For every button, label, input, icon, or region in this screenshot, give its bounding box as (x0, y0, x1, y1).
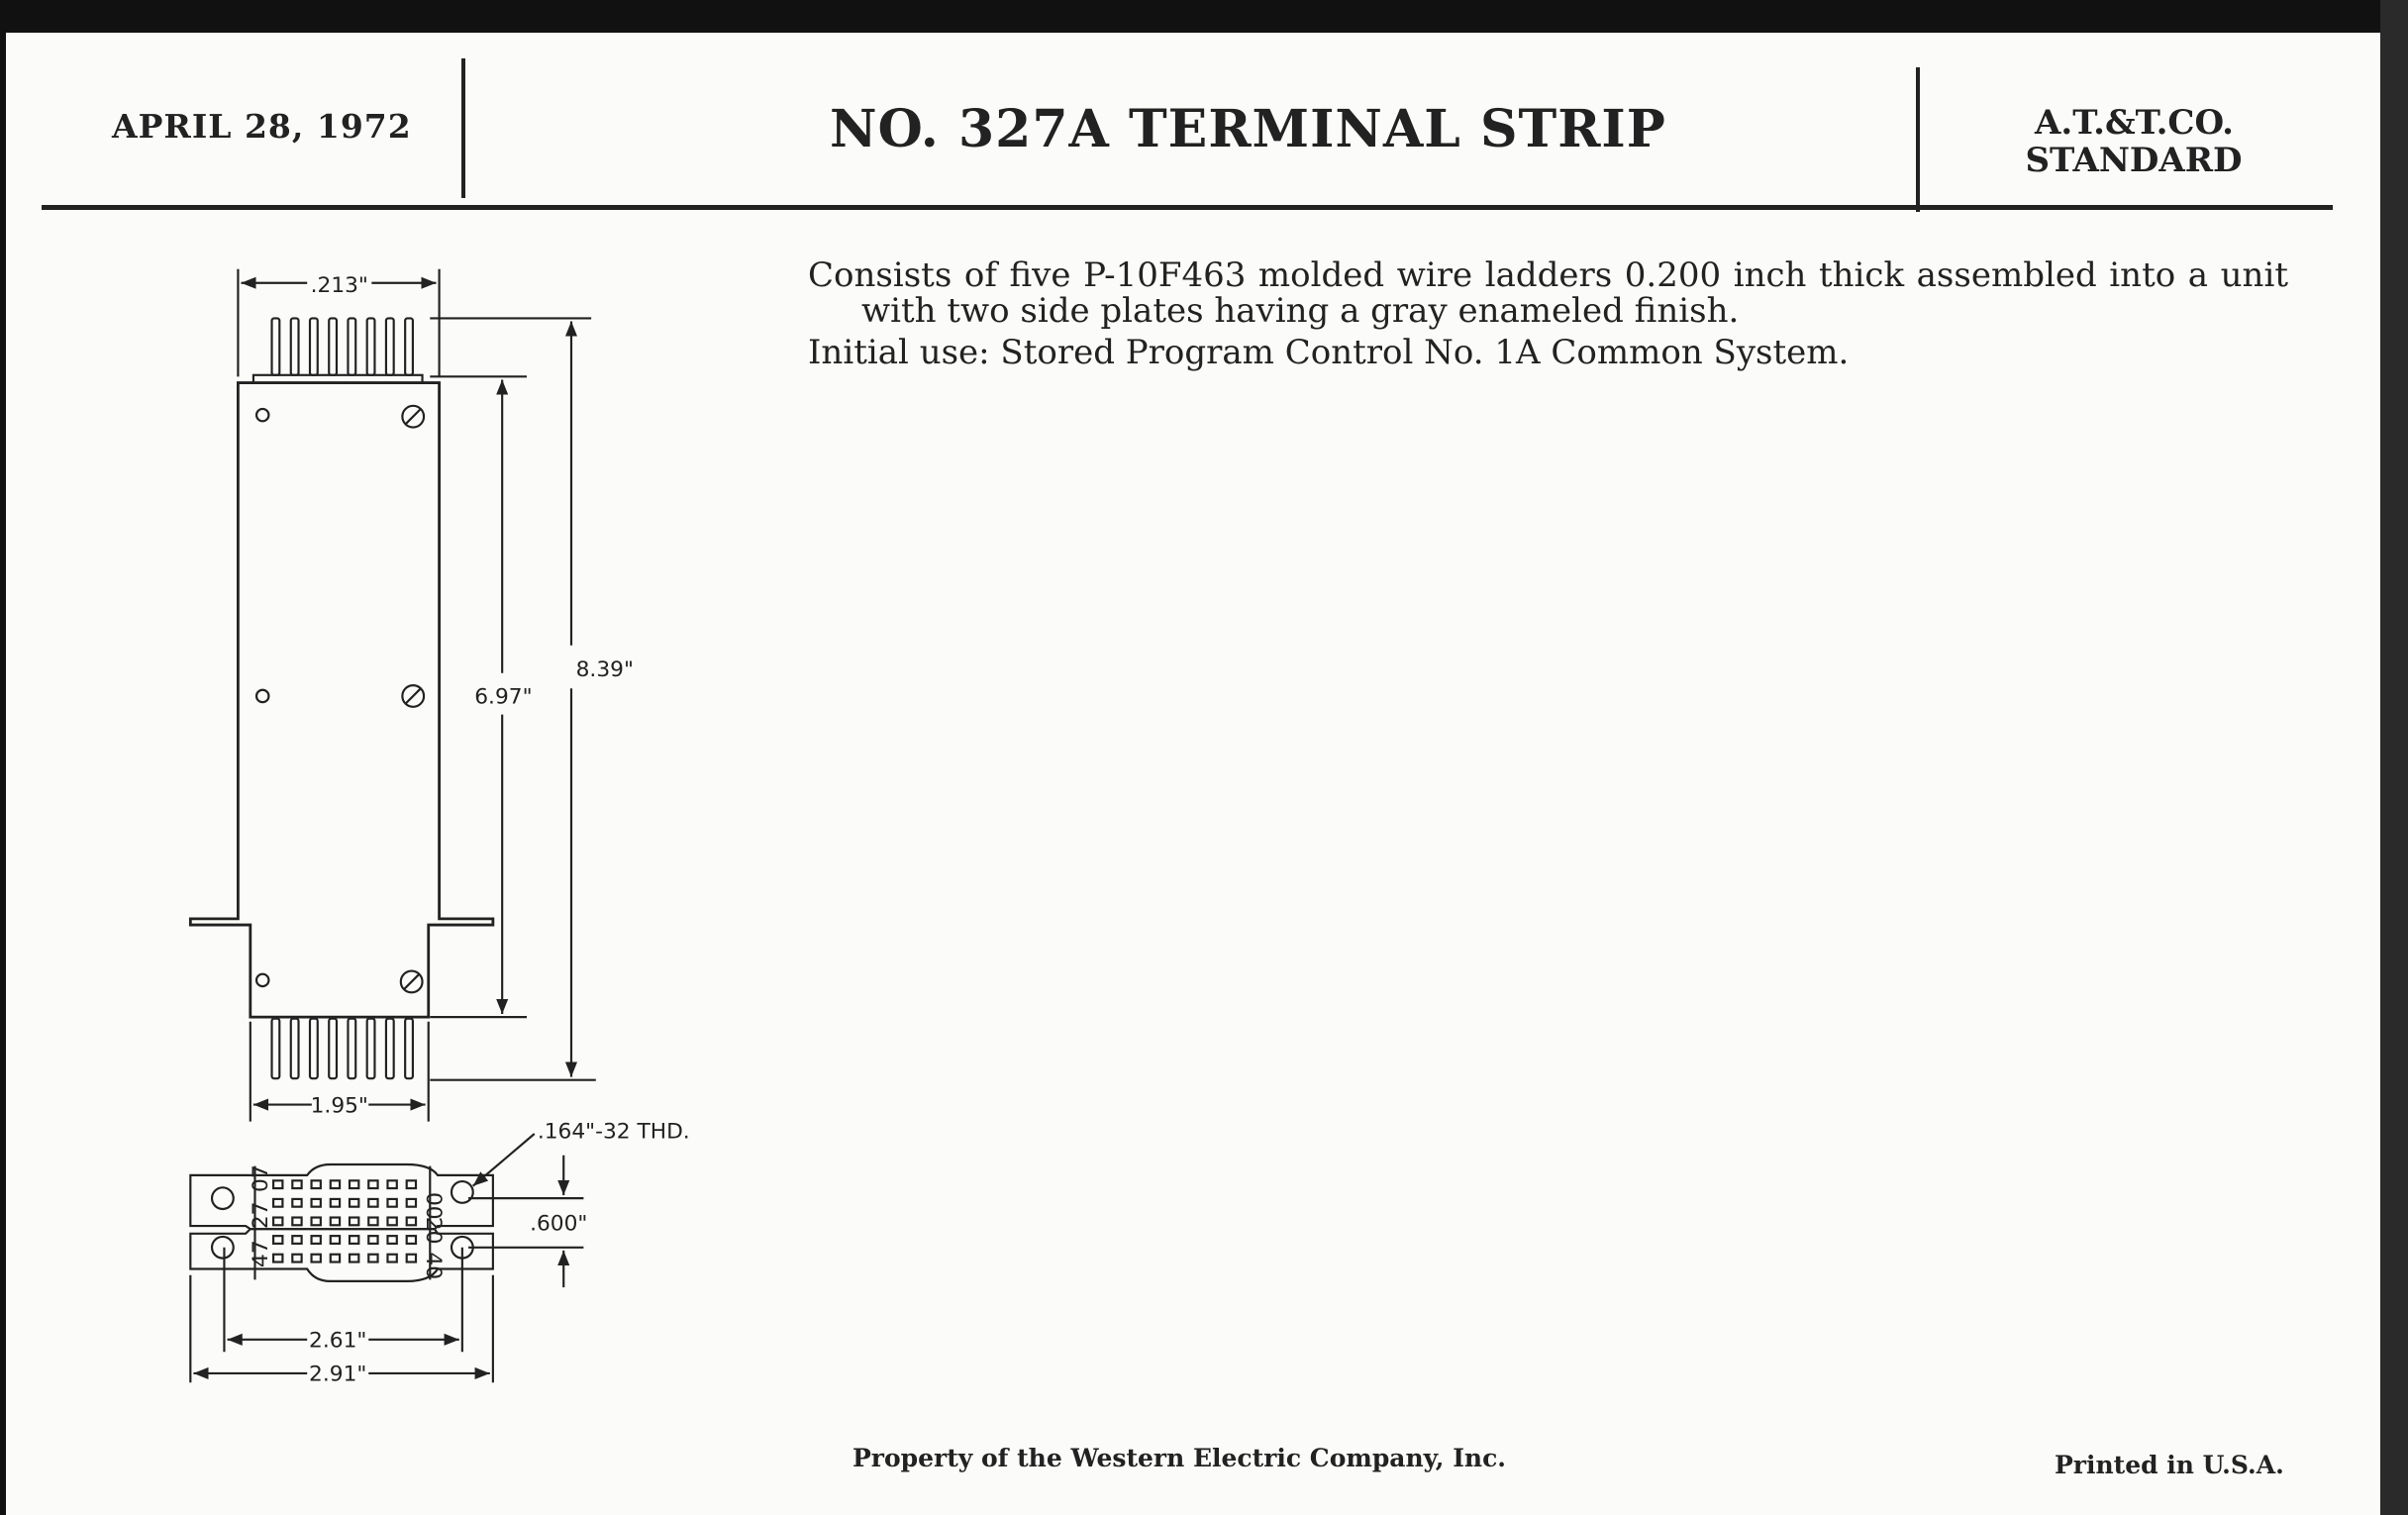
terminal-hole (367, 1253, 379, 1263)
strip-body (188, 381, 495, 1019)
pin (404, 317, 414, 376)
terminal-hole (271, 1216, 284, 1227)
pin (347, 317, 357, 376)
terminal-label: 20 (421, 1217, 446, 1245)
pin (384, 317, 395, 376)
terminal-hole (310, 1253, 322, 1263)
mounting-holes (254, 407, 270, 988)
pin (384, 1017, 395, 1080)
terminal-hole (310, 1197, 322, 1208)
dim-label-thread: .164"-32 THD. (538, 1120, 690, 1145)
terminal-hole (291, 1235, 303, 1245)
terminal-hole (271, 1235, 284, 1245)
issue-date: APRIL 28, 1972 (112, 107, 412, 146)
screws (399, 404, 426, 994)
dimension-top-width (237, 268, 441, 377)
dim-label-spacing: .600" (530, 1212, 587, 1237)
terminal-hole (367, 1235, 379, 1245)
dim-label-top-width: .213" (311, 273, 368, 298)
terminal-hole (271, 1253, 284, 1263)
terminal-hole (291, 1253, 303, 1263)
terminal-hole (310, 1235, 322, 1245)
terminal-hole (386, 1216, 398, 1227)
terminal-hole (329, 1253, 342, 1263)
terminal-hole (329, 1235, 342, 1245)
terminal-hole (367, 1216, 379, 1227)
terminal-hole (386, 1235, 398, 1245)
header-divider (461, 58, 465, 198)
terminal-hole (405, 1197, 418, 1208)
pin (270, 317, 281, 376)
dim-label-overall-height: 8.39" (576, 657, 634, 682)
description-line-1: Consists of five P-10F463 molded wire la… (808, 255, 2288, 295)
dimension-bottom-width (249, 1021, 430, 1122)
standard-org: A.T.&T.CO. (2035, 103, 2234, 143)
pin (289, 317, 300, 376)
initial-use: Initial use: Stored Program Control No. … (808, 333, 1850, 372)
header-divider (1916, 67, 1920, 212)
terminal-hole (405, 1179, 418, 1190)
terminal-label: 00 (421, 1192, 446, 1220)
description-line-2: with two side plates having a gray ename… (861, 291, 1740, 331)
terminal-hole (329, 1197, 342, 1208)
dim-label-bottom-width: 1.95" (311, 1093, 368, 1118)
pin (328, 1017, 339, 1080)
terminal-hole (367, 1179, 379, 1190)
terminal-hole (291, 1216, 303, 1227)
connector-end-view (189, 1162, 494, 1353)
dim-label-overall-width: 2.91" (309, 1363, 366, 1387)
pin (404, 1017, 414, 1080)
document-sheet (6, 33, 2380, 1515)
pin (289, 1017, 300, 1080)
terminal-hole (310, 1179, 322, 1190)
pin (328, 317, 339, 376)
terminal-hole (348, 1197, 360, 1208)
header-rule (42, 205, 2333, 210)
terminal-label: 47 (249, 1240, 273, 1267)
terminal-hole (310, 1216, 322, 1227)
dimension-spacing (468, 1155, 584, 1288)
terminal-hole (348, 1179, 360, 1190)
pin (365, 1017, 376, 1080)
pin (365, 317, 376, 376)
terminal-hole (405, 1253, 418, 1263)
terminal-hole (329, 1179, 342, 1190)
terminal-hole (386, 1197, 398, 1208)
terminal-hole (271, 1179, 284, 1190)
pin (308, 1017, 319, 1080)
terminal-label: 40 (421, 1252, 446, 1279)
terminal-hole (329, 1216, 342, 1227)
bottom-pins (270, 1017, 414, 1080)
top-pins (270, 317, 414, 376)
pin (270, 1017, 281, 1080)
terminal-label: 07 (249, 1164, 273, 1192)
terminal-hole (271, 1197, 284, 1208)
terminal-hole (348, 1253, 360, 1263)
dim-label-hole-centers: 2.61" (309, 1329, 366, 1354)
page-title: NO. 327A TERMINAL STRIP (830, 99, 1666, 159)
terminal-label: 27 (249, 1202, 273, 1230)
dimension-overall-height (430, 317, 596, 1081)
terminal-hole (405, 1216, 418, 1227)
terminal-hole (348, 1216, 360, 1227)
terminal-hole (386, 1179, 398, 1190)
dimension-body-height (430, 375, 527, 1019)
footer-printed: Printed in U.S.A. (2055, 1451, 2284, 1479)
scan-edge (2380, 0, 2408, 1515)
standard-label: STANDARD (2025, 141, 2243, 180)
terminal-hole (405, 1235, 418, 1245)
pin (347, 1017, 357, 1080)
footer-property: Property of the Western Electric Company… (853, 1444, 1507, 1472)
terminal-hole (386, 1253, 398, 1263)
thread-leader (472, 1133, 536, 1187)
terminal-hole (367, 1197, 379, 1208)
terminal-hole (291, 1179, 303, 1190)
terminal-hole (348, 1235, 360, 1245)
dimension-overall-width (189, 1274, 494, 1383)
pin (308, 317, 319, 376)
dim-label-body-height: 6.97" (474, 685, 532, 710)
terminal-hole (291, 1197, 303, 1208)
